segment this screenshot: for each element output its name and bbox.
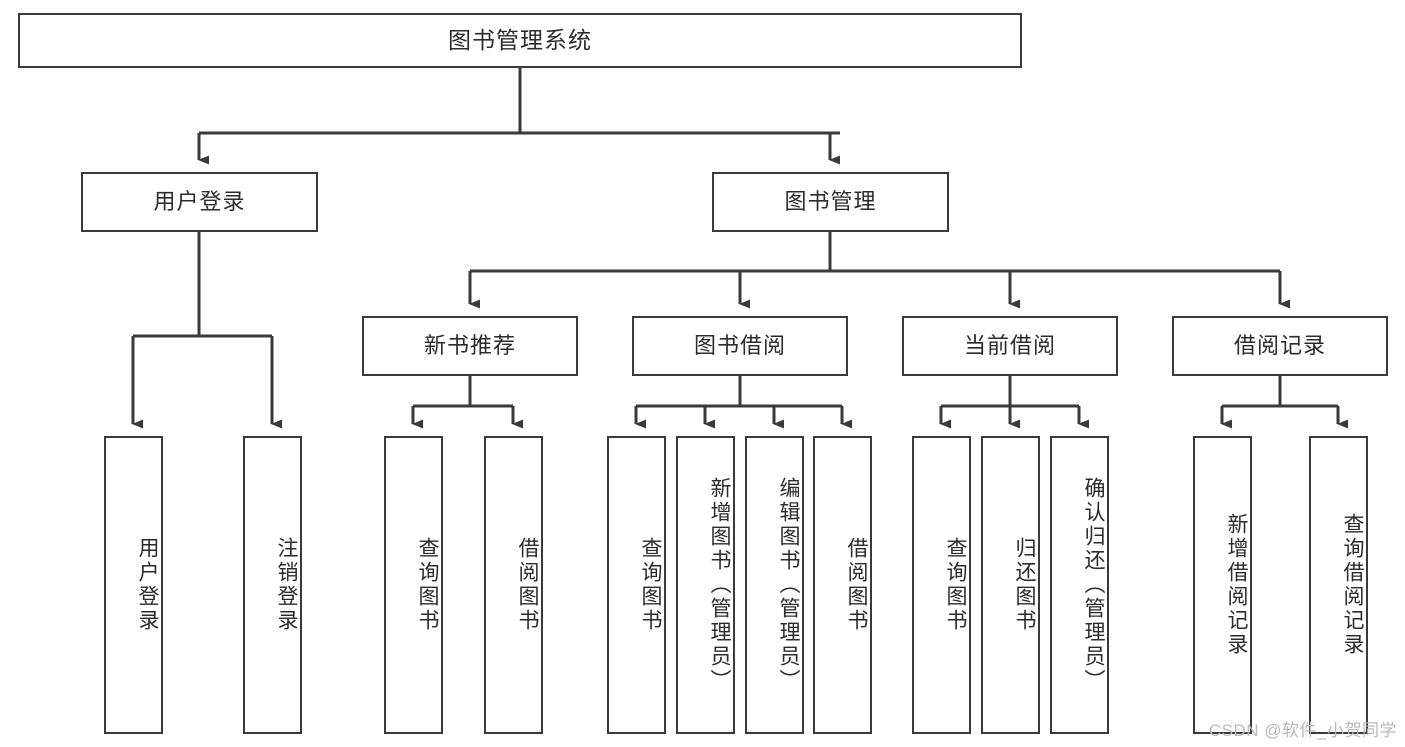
node-label: 用户登录	[153, 188, 246, 214]
node-label: 查询图书	[639, 537, 662, 633]
leaf-new-book-query-book[interactable]: 查询图书	[384, 436, 443, 734]
leaf-user-login-signout[interactable]: 注销登录	[243, 436, 302, 734]
node-label: 确认归还（管理员）	[1082, 477, 1105, 693]
leaf-current-borrow-return-book[interactable]: 归还图书	[981, 436, 1040, 734]
node-book-borrow[interactable]: 图书借阅	[632, 316, 848, 376]
node-label: 图书借阅	[693, 332, 786, 358]
node-label: 查询借阅记录	[1341, 513, 1364, 657]
node-new-book-recommend[interactable]: 新书推荐	[362, 316, 578, 376]
node-current-borrow[interactable]: 当前借阅	[902, 316, 1118, 376]
leaf-current-borrow-query-book[interactable]: 查询图书	[912, 436, 971, 734]
node-label: 借阅图书	[516, 537, 539, 633]
leaf-borrow-record-query-record[interactable]: 查询借阅记录	[1309, 436, 1368, 734]
node-label: 当前借阅	[963, 332, 1056, 358]
leaf-book-borrow-query-book[interactable]: 查询图书	[607, 436, 666, 734]
leaf-user-login-signin[interactable]: 用户登录	[104, 436, 163, 734]
watermark: CSDN @软件_小贺同学	[1208, 721, 1397, 740]
leaf-book-borrow-edit-book[interactable]: 编辑图书（管理员）	[745, 436, 804, 734]
leaf-new-book-borrow-book[interactable]: 借阅图书	[484, 436, 543, 734]
node-label: 用户登录	[136, 537, 159, 633]
node-label: 新增图书（管理员）	[708, 477, 731, 693]
leaf-current-borrow-confirm-return[interactable]: 确认归还（管理员）	[1050, 436, 1109, 734]
node-label: 编辑图书（管理员）	[777, 477, 800, 693]
node-label: 查询图书	[944, 537, 967, 633]
node-label: 查询图书	[416, 537, 439, 633]
node-label: 图书管理系统	[448, 26, 592, 53]
node-label: 注销登录	[275, 537, 298, 633]
leaf-book-borrow-add-book[interactable]: 新增图书（管理员）	[676, 436, 735, 734]
node-label: 借阅图书	[845, 537, 868, 633]
node-label: 新增借阅记录	[1225, 513, 1248, 657]
node-user-login[interactable]: 用户登录	[81, 172, 318, 232]
node-book-management[interactable]: 图书管理	[712, 172, 949, 232]
node-borrow-record[interactable]: 借阅记录	[1172, 316, 1388, 376]
node-root-system[interactable]: 图书管理系统	[18, 13, 1022, 68]
node-label: 图书管理	[784, 188, 877, 214]
leaf-book-borrow-borrow-book[interactable]: 借阅图书	[813, 436, 872, 734]
node-label: 新书推荐	[423, 332, 516, 358]
leaf-borrow-record-add-record[interactable]: 新增借阅记录	[1193, 436, 1252, 734]
node-label: 借阅记录	[1233, 332, 1326, 358]
node-label: 归还图书	[1013, 537, 1036, 633]
